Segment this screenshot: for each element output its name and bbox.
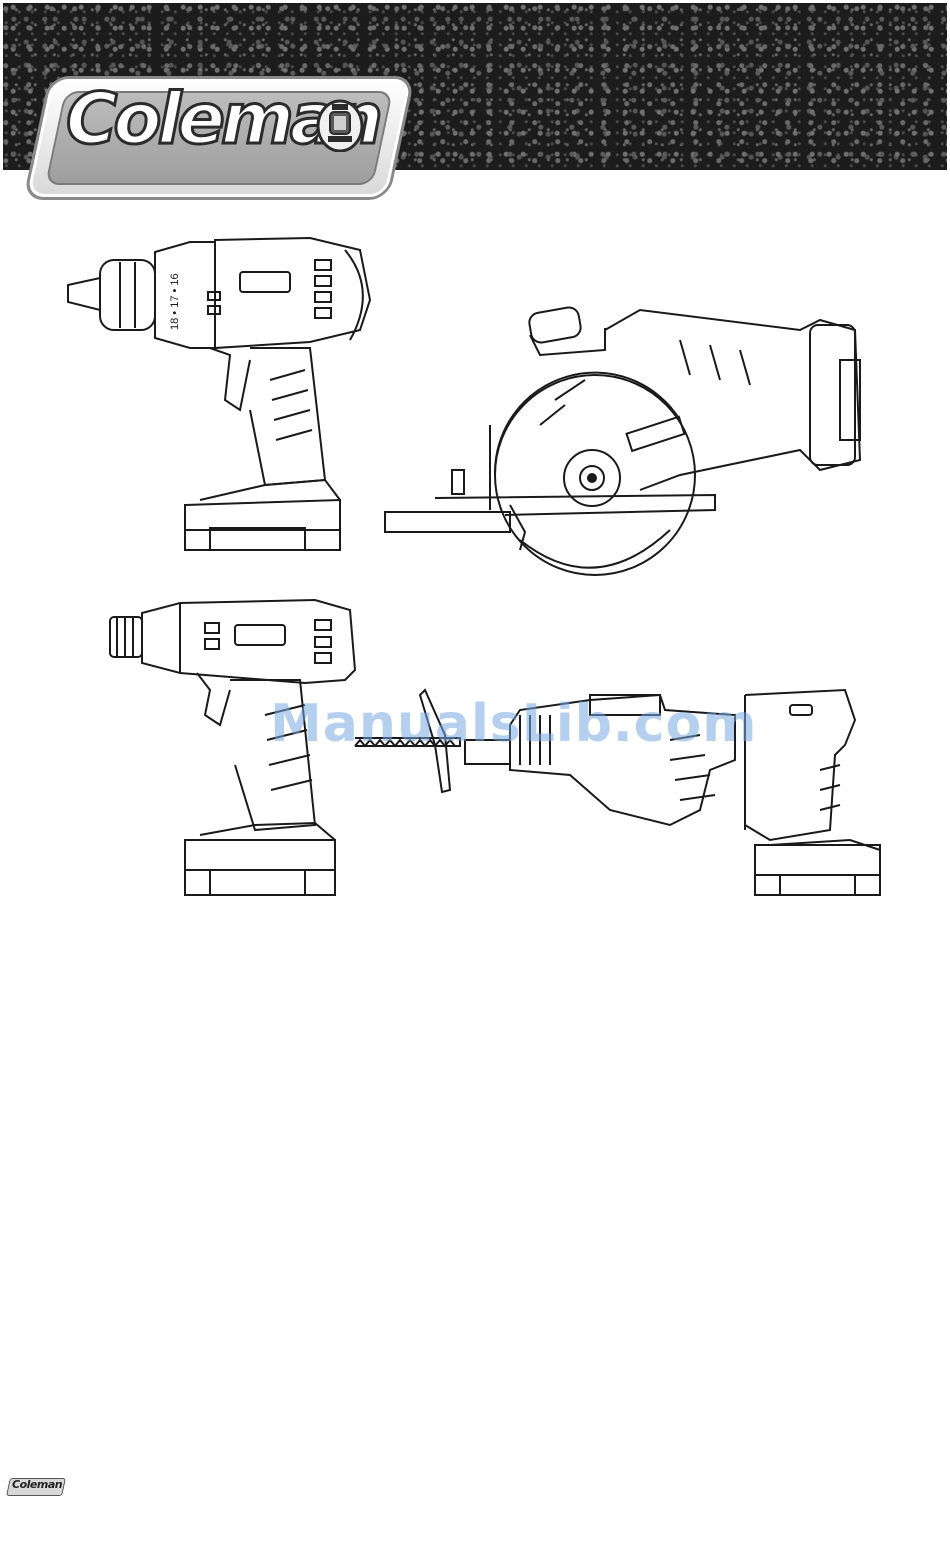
footer-coleman-logo-text: Coleman [12, 1478, 62, 1491]
circular-saw-illustration [380, 300, 880, 590]
manualslib-watermark: ManualsLib.com [270, 694, 757, 754]
cordless-drill-illustration: 18 • 17 • 16 [60, 230, 380, 575]
clutch-marks: 18 • 17 • 16 [169, 273, 181, 330]
saw-base-plate [385, 512, 510, 532]
lantern-logo-icon [316, 96, 364, 152]
